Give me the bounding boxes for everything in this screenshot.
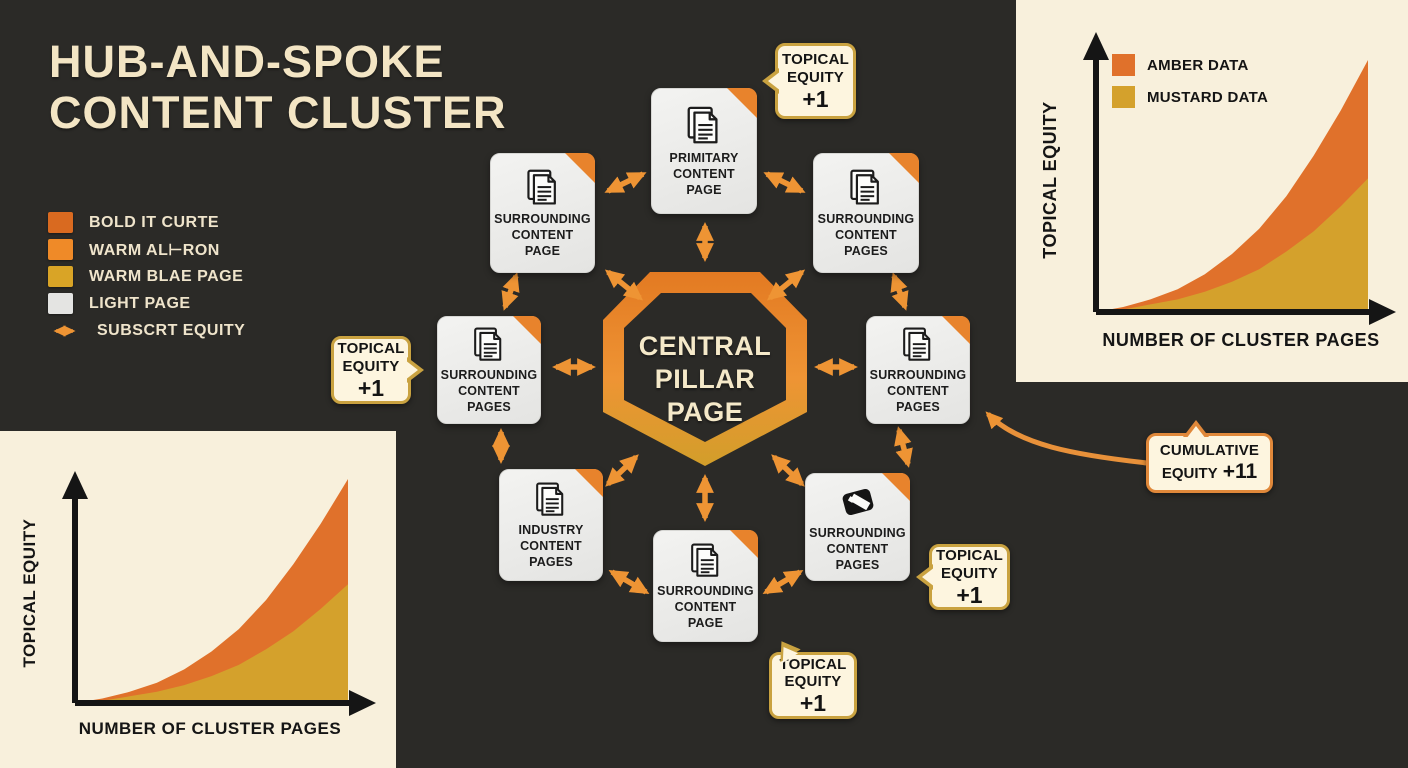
callout-label: TOPICAL EQUITY (782, 51, 849, 86)
central-pillar-page-label: CENTRAL PILLAR PAGE (638, 331, 772, 427)
callout-topical-equity-left: TOPICAL EQUITY +1 (331, 336, 424, 404)
callout-topical-equity-bottom: TOPICAL EQUITY +1 (769, 634, 857, 719)
document-icon (850, 169, 879, 205)
chart-legend-label: AMBER DATA (1147, 56, 1249, 74)
legend-item-label: LIGHT PAGE (89, 294, 191, 312)
folded-corner (942, 316, 970, 344)
legend-swatch-light (48, 293, 73, 314)
node-label: PRIMITARY CONTENT PAGE (669, 150, 739, 197)
legend-item-label: SUBSCRT EQUITY (97, 321, 246, 339)
y-axis-arrowhead (62, 471, 88, 499)
amber-swatch (1112, 54, 1135, 76)
callout-topical-equity-right: TOPICAL EQUITY +1 (916, 544, 1010, 610)
area-series (1096, 178, 1368, 312)
node-surrounding-bottom-right: SURROUNDING CONTENT PAGES (805, 473, 910, 581)
mustard-swatch (1112, 86, 1135, 108)
legend-item: BOLD IT CURTE (48, 212, 245, 233)
cumulative-equity-arrow (985, 411, 1148, 466)
callout-value: +1 (357, 374, 385, 401)
y-axis-arrowhead (1083, 32, 1109, 60)
double-arrow-icon (53, 324, 76, 337)
folded-corner (882, 473, 910, 501)
y-axis-label: TOPICAL EQUITY (20, 518, 39, 668)
node-surrounding-top-right: SURROUNDING CONTENT PAGES (813, 153, 919, 273)
callout-label: TOPICAL EQUITY (337, 340, 405, 375)
callout-tail (768, 71, 781, 91)
legend-swatch-orange-dark (48, 212, 73, 233)
chart-legend-item: AMBER DATA (1112, 54, 1268, 76)
node-surrounding-top-left: SURROUNDING CONTENT PAGE (490, 153, 595, 273)
chart-legend-item: MUSTARD DATA (1112, 86, 1268, 108)
callout-value: +11 (1222, 459, 1258, 483)
node-surrounding-bottom-center: SURROUNDING CONTENT PAGE (653, 530, 758, 642)
legend-item-label: WARM BLAE PAGE (89, 267, 244, 285)
callout-tail (405, 360, 418, 380)
document-icon (903, 327, 931, 361)
legend-item: WARM BLAE PAGE (48, 266, 245, 287)
node-label: INDUSTRY CONTENT PAGES (518, 522, 584, 569)
node-primary-content-page: PRIMITARY CONTENT PAGE (651, 88, 757, 214)
area-chart (1083, 32, 1396, 325)
node-industry-content-pages: INDUSTRY CONTENT PAGES (499, 469, 603, 581)
folded-corner (513, 316, 541, 344)
callout-value: +1 (956, 581, 983, 608)
callout-value: +1 (799, 690, 827, 717)
legend-item: LIGHT PAGE (48, 293, 245, 314)
x-axis-label: NUMBER OF CLUSTER PAGES (78, 719, 342, 738)
node-label: SURROUNDING CONTENT PAGE (494, 211, 591, 258)
callout-line2: EQUITY +11 (1162, 460, 1257, 484)
document-icon (526, 169, 556, 205)
legend-item: WARM AL⊢RON (48, 239, 245, 260)
document-icon (687, 106, 718, 143)
callout-topical-equity-top: TOPICAL EQUITY +1 (762, 43, 856, 119)
callout-label: CUMULATIVE (1159, 442, 1260, 460)
node-surrounding-right: SURROUNDING CONTENT PAGES (866, 316, 970, 424)
node-label: SURROUNDING CONTENT PAGES (817, 211, 915, 258)
chart-legend: AMBER DATA MUSTARD DATA (1112, 54, 1268, 108)
x-axis-arrowhead (349, 690, 376, 716)
legend-item-label: WARM AL⊢RON (89, 241, 220, 259)
callout-tail (922, 567, 935, 587)
legend-item: SUBSCRT EQUITY (48, 320, 245, 341)
callout-cumulative-equity: CUMULATIVE EQUITY +11 (1146, 420, 1273, 493)
folded-corner (889, 153, 919, 183)
folded-corner (565, 153, 595, 183)
chart-panel-top-right: AMBER DATA MUSTARD DATA TOPICAL EQUITY N… (1016, 0, 1408, 382)
page-legend: BOLD IT CURTE WARM AL⊢RON WARM BLAE PAGE… (48, 212, 245, 341)
node-label: SURROUNDING CONTENT PAGES (869, 367, 967, 414)
document-icon (690, 543, 718, 577)
node-surrounding-left: SURROUNDING CONTENT PAGES (437, 316, 541, 424)
x-axis-label: NUMBER OF CLUSTER PAGES (1102, 330, 1380, 350)
y-axis-label: TOPICAL EQUITY (1040, 101, 1060, 259)
callout-label: TOPICAL EQUITY (779, 655, 847, 691)
callout-value: +1 (802, 85, 829, 112)
page-title: HUB-AND-SPOKE CONTENT CLUSTER (49, 36, 507, 139)
folded-corner (575, 469, 603, 497)
chart-legend-label: MUSTARD DATA (1147, 88, 1269, 106)
area-series (75, 584, 348, 703)
folded-corner (730, 530, 758, 558)
node-label: SURROUNDING CONTENT PAGE (657, 583, 754, 630)
legend-swatch-orange (48, 239, 73, 260)
callout-tail (1186, 426, 1206, 439)
document-icon (474, 327, 502, 361)
legend-item-label: BOLD IT CURTE (89, 213, 220, 231)
callout-line2-prefix: EQUITY (1161, 464, 1218, 482)
node-label: SURROUNDING CONTENT PAGES (440, 367, 538, 414)
node-label: SURROUNDING CONTENT PAGES (809, 525, 906, 572)
legend-swatch-mustard (48, 266, 73, 287)
image-icon (842, 488, 873, 515)
chart-panel-bottom-left: TOPICAL EQUITY NUMBER OF CLUSTER PAGES (0, 431, 396, 768)
folded-corner (727, 88, 757, 118)
callout-label: TOPICAL EQUITY (936, 547, 1003, 582)
document-icon (536, 482, 564, 516)
area-chart (62, 471, 376, 716)
x-axis-arrowhead (1369, 299, 1396, 325)
